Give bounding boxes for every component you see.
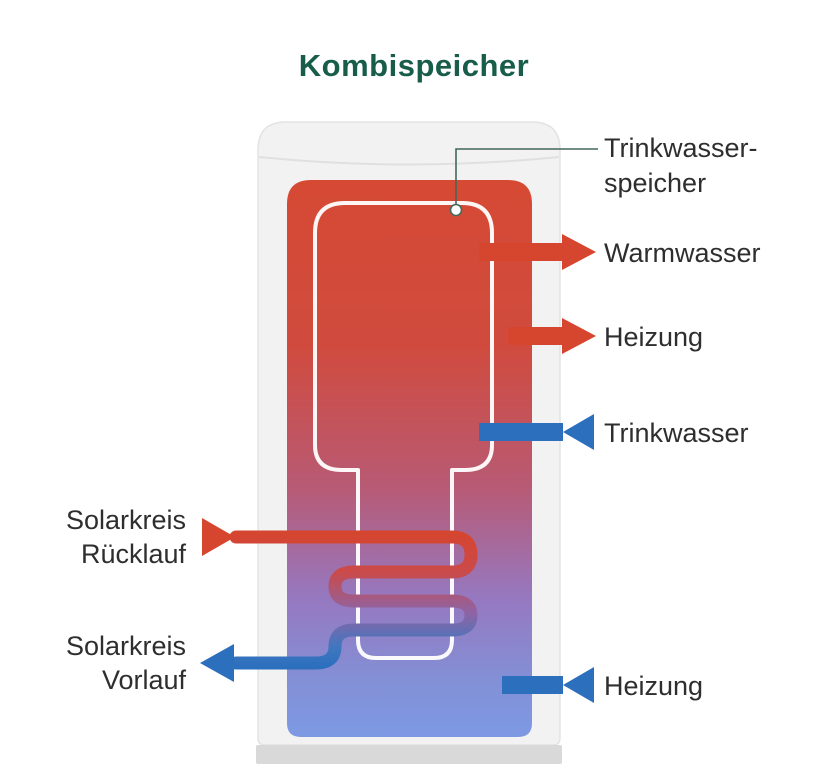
trinkwasserspeicher-leader-dot bbox=[449, 203, 463, 217]
label-heizung-top: Heizung bbox=[604, 322, 704, 352]
label-trinkwasserspeicher-line2: speicher bbox=[604, 168, 707, 198]
label-solarkreis-vorlauf: Solarkreis Vorlauf bbox=[30, 629, 186, 697]
warmwasser-arrow bbox=[479, 234, 596, 270]
solar-vorlauf-arrowhead-icon bbox=[200, 644, 234, 682]
warmwasser-arrow-shaft bbox=[479, 243, 563, 261]
trinkwasser-arrow bbox=[479, 414, 594, 450]
solar-coil bbox=[229, 530, 478, 670]
trinkwasserspeicher-vessel-outline bbox=[313, 201, 494, 660]
label-solarkreis-vorlauf-line2: Vorlauf bbox=[101, 665, 186, 695]
tank-lid-seam bbox=[258, 156, 560, 166]
label-solarkreis-ruecklauf-line2: Rücklauf bbox=[80, 539, 186, 569]
heizung-bottom-arrow-shaft bbox=[502, 676, 563, 694]
trinkwasser-arrowhead-icon bbox=[563, 414, 594, 450]
page-title: Kombispeicher bbox=[298, 48, 530, 83]
heizung-top-arrow bbox=[508, 318, 596, 354]
label-trinkwasser: Trinkwasser bbox=[604, 418, 749, 448]
label-solarkreis-ruecklauf: Solarkreis Rücklauf bbox=[30, 503, 186, 571]
trinkwasserspeicher-leader-line bbox=[455, 148, 598, 204]
heizung-bottom-arrow bbox=[502, 667, 594, 703]
label-trinkwasserspeicher-line1: Trinkwasser- bbox=[604, 133, 758, 163]
heizung-top-arrow-shaft bbox=[508, 327, 563, 345]
label-trinkwasserspeicher: Trinkwasser- speicher bbox=[604, 131, 758, 201]
label-warmwasser: Warmwasser bbox=[604, 238, 761, 268]
heizung-bottom-arrowhead-icon bbox=[563, 667, 594, 703]
warmwasser-arrowhead-icon bbox=[562, 234, 596, 270]
trinkwasser-arrow-shaft bbox=[479, 423, 563, 441]
solar-ruecklauf-arrowhead-icon bbox=[202, 518, 235, 556]
tank-base bbox=[256, 745, 562, 764]
storage-gradient-body bbox=[287, 180, 532, 737]
label-heizung-bottom: Heizung bbox=[604, 671, 704, 701]
label-solarkreis-vorlauf-line1: Solarkreis bbox=[65, 631, 186, 661]
heizung-top-arrowhead-icon bbox=[562, 318, 596, 354]
label-solarkreis-ruecklauf-line1: Solarkreis bbox=[65, 505, 186, 535]
